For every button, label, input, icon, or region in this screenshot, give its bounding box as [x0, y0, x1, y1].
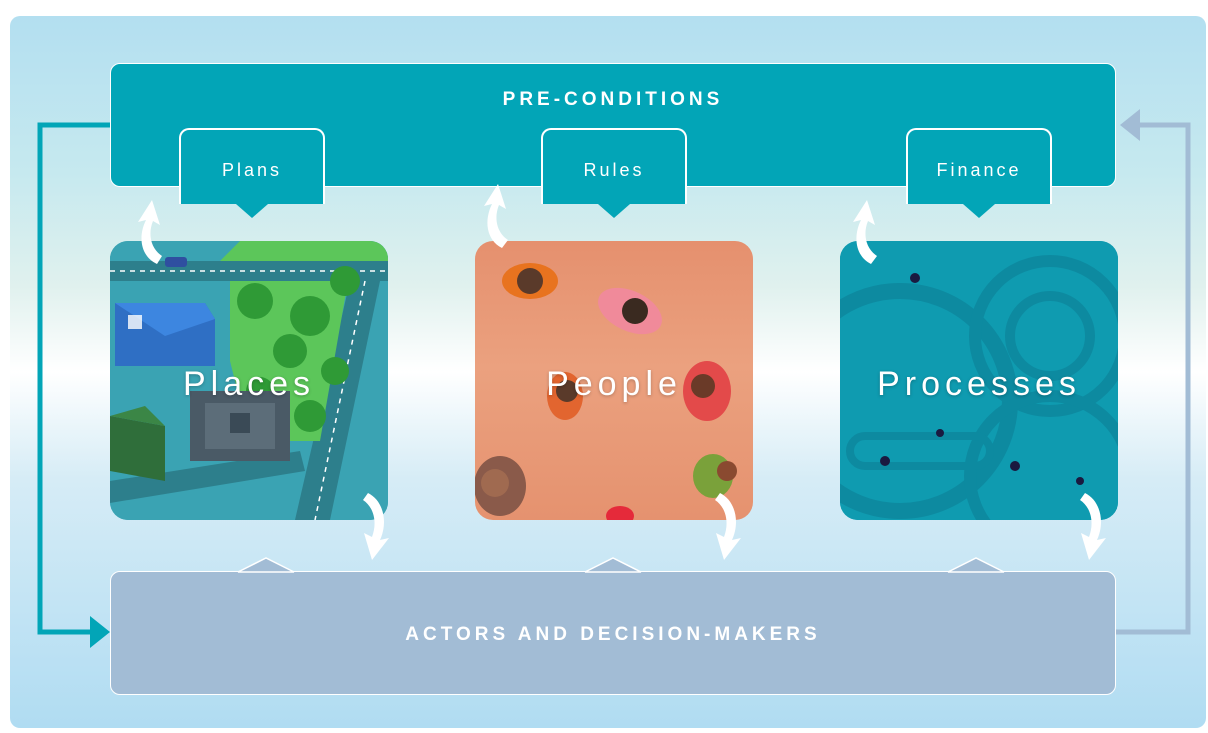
tab-rules-label: Rules [583, 160, 645, 180]
places-illustration [110, 241, 388, 520]
processes-illustration [840, 241, 1118, 520]
tab-finance: Finance [906, 128, 1052, 218]
preconditions-title: PRE-CONDITIONS [502, 89, 724, 110]
actors-bar: ACTORS AND DECISION-MAKERS [110, 571, 1116, 695]
tile-people-label: People [546, 365, 682, 403]
people-illustration [475, 263, 737, 520]
tile-processes-label: Processes [877, 365, 1081, 403]
tab-finance-label: Finance [936, 160, 1022, 180]
tile-places: Places [110, 241, 388, 520]
tab-plans: Plans [179, 128, 325, 218]
actors-title: ACTORS AND DECISION-MAKERS [405, 624, 821, 645]
tile-places-label: Places [182, 365, 316, 403]
tab-rules: Rules [541, 128, 687, 218]
tab-plans-label: Plans [221, 160, 283, 180]
tile-people: People [475, 241, 753, 520]
tile-processes: Processes [840, 241, 1118, 520]
